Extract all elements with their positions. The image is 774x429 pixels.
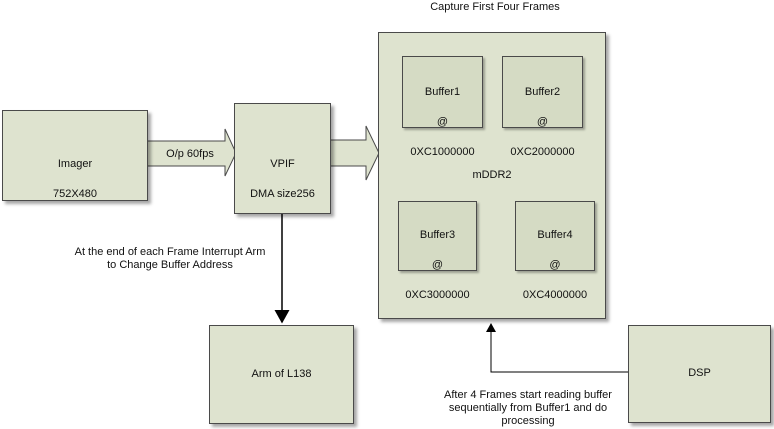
buffer-name: Buffer2 bbox=[524, 86, 561, 98]
vpif-block: VPIF DMA size256 bbox=[234, 103, 331, 214]
dsp-block: DSP bbox=[628, 325, 771, 423]
buffer1-block: Buffer1 @ 0XC1000000 bbox=[402, 56, 483, 158]
buffer-name: Buffer4 bbox=[537, 229, 573, 241]
buffer-at: @ bbox=[436, 116, 449, 128]
arrow-dsp-to-mddr2 bbox=[486, 323, 628, 373]
buffer-address: 0XC1000000 bbox=[410, 146, 475, 158]
diagram-title: Capture First Four Frames bbox=[430, 1, 560, 13]
buffer-address: 0XC3000000 bbox=[405, 289, 470, 301]
buffer3-block: Buffer3 @ 0XC3000000 bbox=[398, 201, 477, 301]
imager-name: Imager bbox=[57, 158, 93, 170]
buffer-name: Buffer1 bbox=[424, 86, 461, 98]
buffer4-block: Buffer4 @ 0XC4000000 bbox=[515, 201, 595, 301]
mddr2-label: mDDR2 bbox=[472, 169, 512, 181]
imager-block: Imager 752X480 bbox=[2, 110, 148, 201]
block-arrow-vpif-to-mddr2 bbox=[329, 125, 380, 181]
buffer-name: Buffer3 bbox=[419, 229, 456, 241]
vpif-name: VPIF bbox=[270, 158, 295, 170]
arm-label: Arm of L138 bbox=[251, 368, 312, 380]
buffer2-block: Buffer2 @ 0XC2000000 bbox=[502, 56, 583, 158]
buffer-address: 0XC2000000 bbox=[510, 146, 575, 158]
buffer-at: @ bbox=[431, 259, 444, 271]
buffer-at: @ bbox=[549, 259, 561, 271]
vpif-dma-size: DMA size256 bbox=[250, 188, 315, 200]
buffer-at: @ bbox=[536, 116, 549, 128]
dsp-note: After 4 Frames start reading buffer sequ… bbox=[444, 389, 612, 427]
dsp-label: DSP bbox=[688, 367, 711, 379]
imager-output-label: O/p 60fps bbox=[166, 148, 214, 160]
arm-block: Arm of L138 bbox=[209, 325, 354, 424]
buffer-address: 0XC4000000 bbox=[522, 289, 588, 301]
interrupt-note: At the end of each Frame Interrupt Arm t… bbox=[74, 246, 266, 271]
block-arrow-imager-to-vpif bbox=[146, 128, 237, 177]
imager-resolution: 752X480 bbox=[52, 188, 98, 200]
